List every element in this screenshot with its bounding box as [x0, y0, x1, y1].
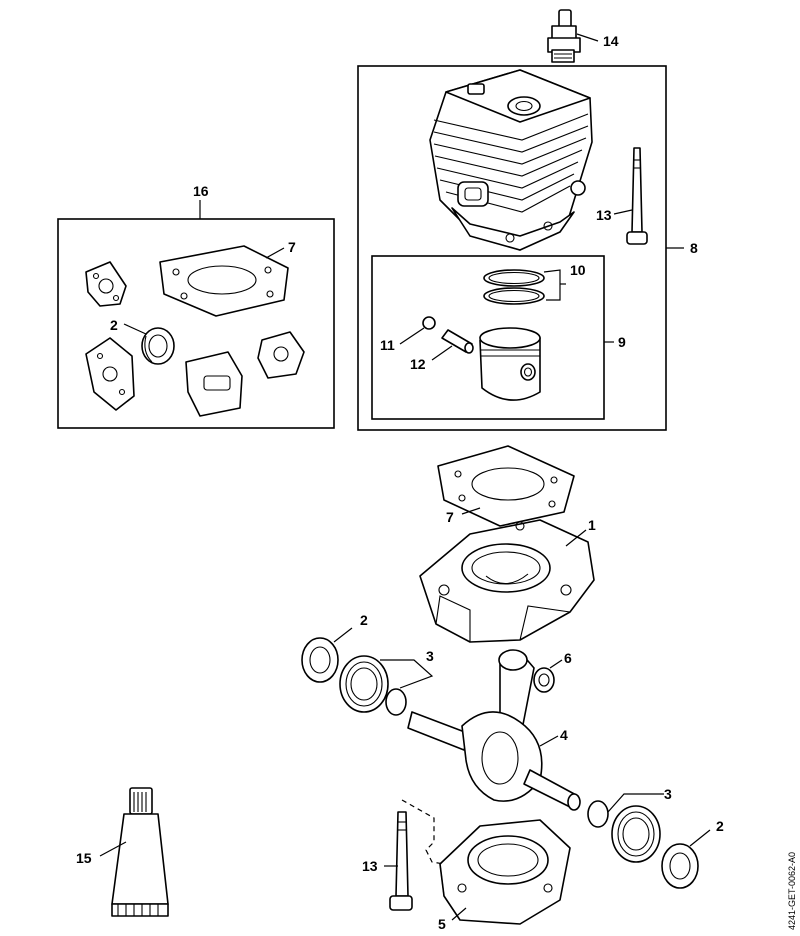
leader-2-left: [333, 627, 353, 643]
intake-gasket-c: [257, 331, 305, 379]
leader-6: [549, 659, 563, 669]
oil-seal-small: [141, 327, 175, 365]
crankshaft: [407, 649, 581, 811]
crankcase-bolt: [389, 811, 413, 911]
leader-3-right: [607, 793, 664, 813]
callout-10: 10: [570, 262, 586, 278]
leader-10: [543, 269, 561, 301]
leader-12: [431, 345, 453, 361]
leader-2-right: [689, 829, 711, 847]
leader-4: [539, 735, 559, 747]
bolt-path: [401, 799, 445, 865]
cylinder: [429, 69, 593, 251]
callout-6: 6: [564, 650, 572, 666]
cylinder-bolt-upper: [626, 147, 648, 245]
callout-7-upper: 7: [288, 239, 296, 255]
callout-14: 14: [603, 33, 619, 49]
cylinder-gasket-lower: [437, 445, 575, 527]
callout-3-left: 3: [426, 648, 434, 664]
grease-tube: [111, 787, 169, 917]
crankcase-upper: [419, 519, 595, 643]
piston: [479, 327, 541, 401]
piston-rings: [483, 269, 545, 305]
intake-gasket-a: [85, 261, 127, 307]
leader-13-upper: [613, 209, 633, 215]
leader-3-left: [380, 659, 434, 689]
oil-seal-right: [661, 843, 699, 889]
leader-2-upper: [123, 323, 147, 335]
circlip: [422, 316, 436, 330]
callout-8: 8: [690, 240, 698, 256]
leader-11: [399, 327, 425, 345]
ball-bearing-right: [611, 805, 661, 863]
circlip-right: [587, 800, 609, 828]
callout-11: 11: [380, 337, 395, 353]
leader-7-lower: [461, 507, 481, 515]
leader-7-upper: [265, 247, 285, 259]
callout-4: 4: [560, 727, 568, 743]
circlip-left: [385, 688, 407, 716]
callout-12: 12: [410, 356, 426, 372]
diagram-code: 4241-GET-0062-A0: [787, 852, 797, 930]
callout-1: 1: [588, 517, 596, 533]
callout-3-right: 3: [664, 786, 672, 802]
piston-box: [371, 255, 605, 420]
needle-cage: [533, 667, 555, 693]
piston-pin: [441, 329, 474, 354]
exhaust-gasket: [185, 351, 243, 417]
callout-7-lower: 7: [446, 509, 454, 525]
callout-9: 9: [618, 334, 626, 350]
callout-2-left: 2: [360, 612, 368, 628]
leader-1: [565, 529, 587, 547]
callout-2-upper: 2: [110, 317, 118, 333]
callout-15: 15: [76, 850, 92, 866]
callout-2-right: 2: [716, 818, 724, 834]
intake-gasket-b: [85, 337, 135, 411]
oil-seal-left: [301, 637, 339, 683]
crankcase-lower: [439, 819, 571, 925]
cylinder-gasket-small: [159, 245, 289, 317]
callout-16: 16: [193, 183, 209, 199]
gasket-set-box: [57, 218, 335, 429]
callout-5: 5: [438, 916, 446, 932]
callout-13-lower: 13: [362, 858, 378, 874]
ball-bearing-left: [339, 655, 389, 713]
leader-15: [99, 841, 127, 857]
leader-14: [576, 33, 599, 42]
leader-5: [451, 907, 467, 921]
spark-plug: [547, 9, 581, 63]
callout-13-upper: 13: [596, 207, 612, 223]
